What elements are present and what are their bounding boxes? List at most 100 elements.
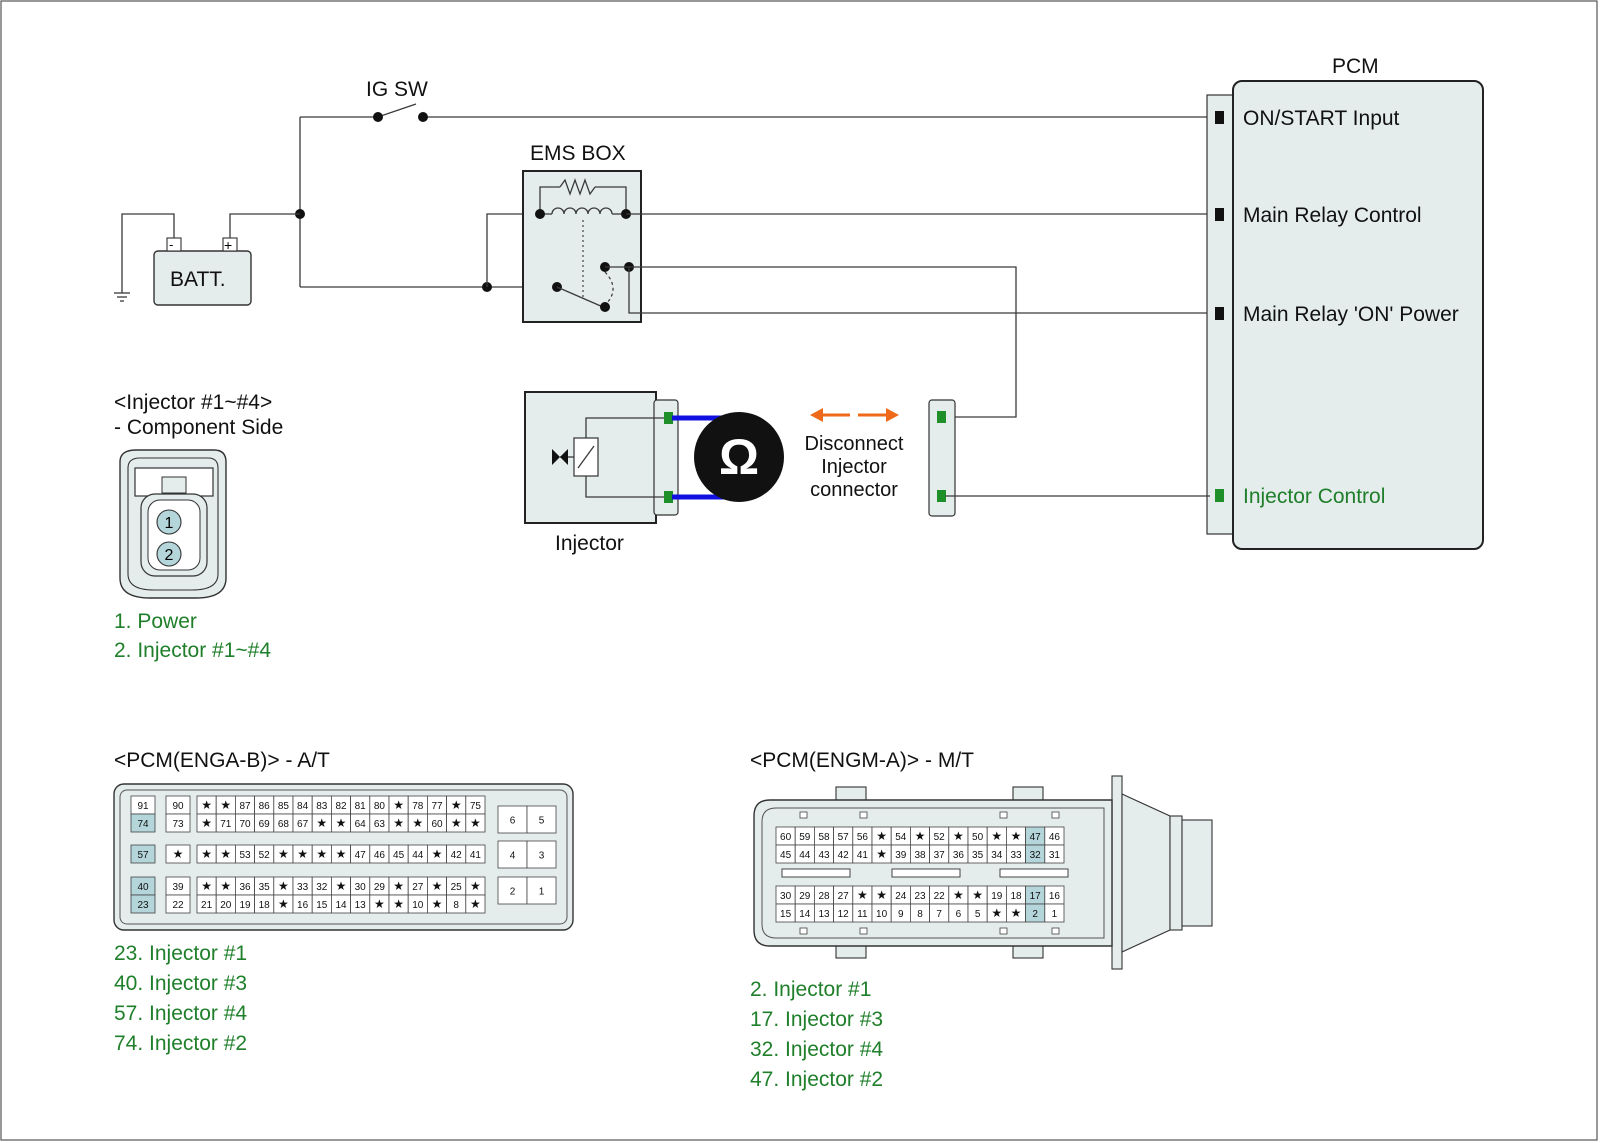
pin-label: 74 [137,819,149,830]
pin-label: 17 [1030,891,1042,902]
pin-label: 44 [412,850,424,861]
pin-label: 4 [510,851,516,862]
pin-label: ★ [991,829,1002,843]
pin-cell [465,844,486,864]
battery-label: BATT. [170,268,226,291]
ground-icon [114,292,130,302]
pin-label: 47 [1030,832,1042,843]
pin-label: ★ [336,847,347,861]
pin-label: ★ [470,897,481,911]
pin-label: 77 [431,801,443,812]
pin-cell [526,876,557,905]
ohmmeter-icon [694,412,784,502]
pin-label: 60 [431,819,443,830]
pin-label: 27 [838,891,850,902]
pin-label: 54 [895,832,907,843]
pin-label: ★ [953,829,964,843]
pin-cell [165,894,191,914]
pin-label: 39 [172,882,184,893]
pin-label: 14 [335,900,347,911]
engm-a-title: <PCM(ENGM-A)> - M/T [750,749,974,772]
pin-label: 1 [1052,909,1058,920]
pin-label: 15 [316,900,328,911]
pin-cell [465,894,486,914]
pin-label: ★ [412,816,423,830]
ohm-symbol: Ω [719,429,759,485]
disconnect-arrows-icon [810,408,899,422]
pin-label: 47 [355,850,367,861]
pin-label: 53 [239,850,251,861]
battery-plus-sign: + [224,237,232,253]
pin-label: 56 [857,832,869,843]
pin-label: 68 [278,819,290,830]
locator-notch [859,927,868,935]
pin-label: 60 [780,832,792,843]
pin-label: 73 [172,819,184,830]
injector-legend-1: 1. Power [114,610,197,633]
pin-label: 8 [453,900,459,911]
pin-label: 25 [451,882,463,893]
pin-label: ★ [278,897,289,911]
pin-label: ★ [220,879,231,893]
pin-label: ★ [876,847,887,861]
pin-label: 2 [1032,909,1038,920]
enga-b-title: <PCM(ENGA-B)> - A/T [114,749,330,772]
pin-label: 80 [374,801,386,812]
pcm-input-main-relay-control: Main Relay Control [1243,204,1422,227]
pin-label: 19 [239,900,251,911]
pin-label: ★ [316,816,327,830]
pin-label: 29 [374,882,386,893]
enga-legend-4: 74. Injector #2 [114,1032,247,1055]
pin-label: 8 [917,909,923,920]
pin-label: 67 [297,819,309,830]
pin-label: 35 [972,850,984,861]
pin-label: 41 [857,850,869,861]
pin-label: ★ [470,816,481,830]
pcm-pin [1215,208,1224,221]
engm-legend-4: 47. Injector #2 [750,1068,883,1091]
pin-label: 5 [975,909,981,920]
pin-label: 22 [172,900,184,911]
pin-label: ★ [915,829,926,843]
engm-legend-1: 2. Injector #1 [750,978,871,1001]
pin-label: 86 [259,801,271,812]
pin-label: ★ [393,879,404,893]
pin-label: 33 [297,882,309,893]
locator-notch [799,811,808,819]
pin-label: ★ [336,816,347,830]
pin-label: 46 [1049,832,1061,843]
pin-label: 18 [1010,891,1022,902]
pin-label: ★ [393,798,404,812]
ems-box [522,170,642,323]
pin-cell [526,805,557,834]
engm-legend-3: 32. Injector #4 [750,1038,883,1061]
ig-sw-label: IG SW [366,78,428,101]
locator-notch [1051,927,1060,935]
disconnect-text-line-2: Injector [821,456,887,478]
pin-number: 1 [165,515,174,532]
pcm-input-main-relay-on-power: Main Relay 'ON' Power [1243,303,1459,326]
locator-notch [799,927,808,935]
disconnect-text-line-1: Disconnect [805,433,904,455]
pin-label: ★ [173,847,184,861]
pin-label: 10 [412,900,424,911]
pin-cell [497,805,528,834]
pin-label: 45 [780,850,792,861]
pin-label: 24 [895,891,907,902]
pin-label: 57 [137,850,149,861]
pin-label: 75 [470,801,482,812]
pin-label: 37 [934,850,946,861]
injector-connector-view: <Injector #1~#4> - Component Side 1 2 1.… [114,391,283,662]
pin-label: ★ [432,879,443,893]
pin-label: ★ [220,798,231,812]
pin-label: 70 [239,819,251,830]
pin-label: 36 [239,882,251,893]
pin-label: 82 [335,801,347,812]
pin-label: 10 [876,909,888,920]
relay-contact-blade [556,286,604,308]
pin-label: ★ [393,897,404,911]
pin-cell [465,813,486,833]
pin-label: ★ [1011,829,1022,843]
